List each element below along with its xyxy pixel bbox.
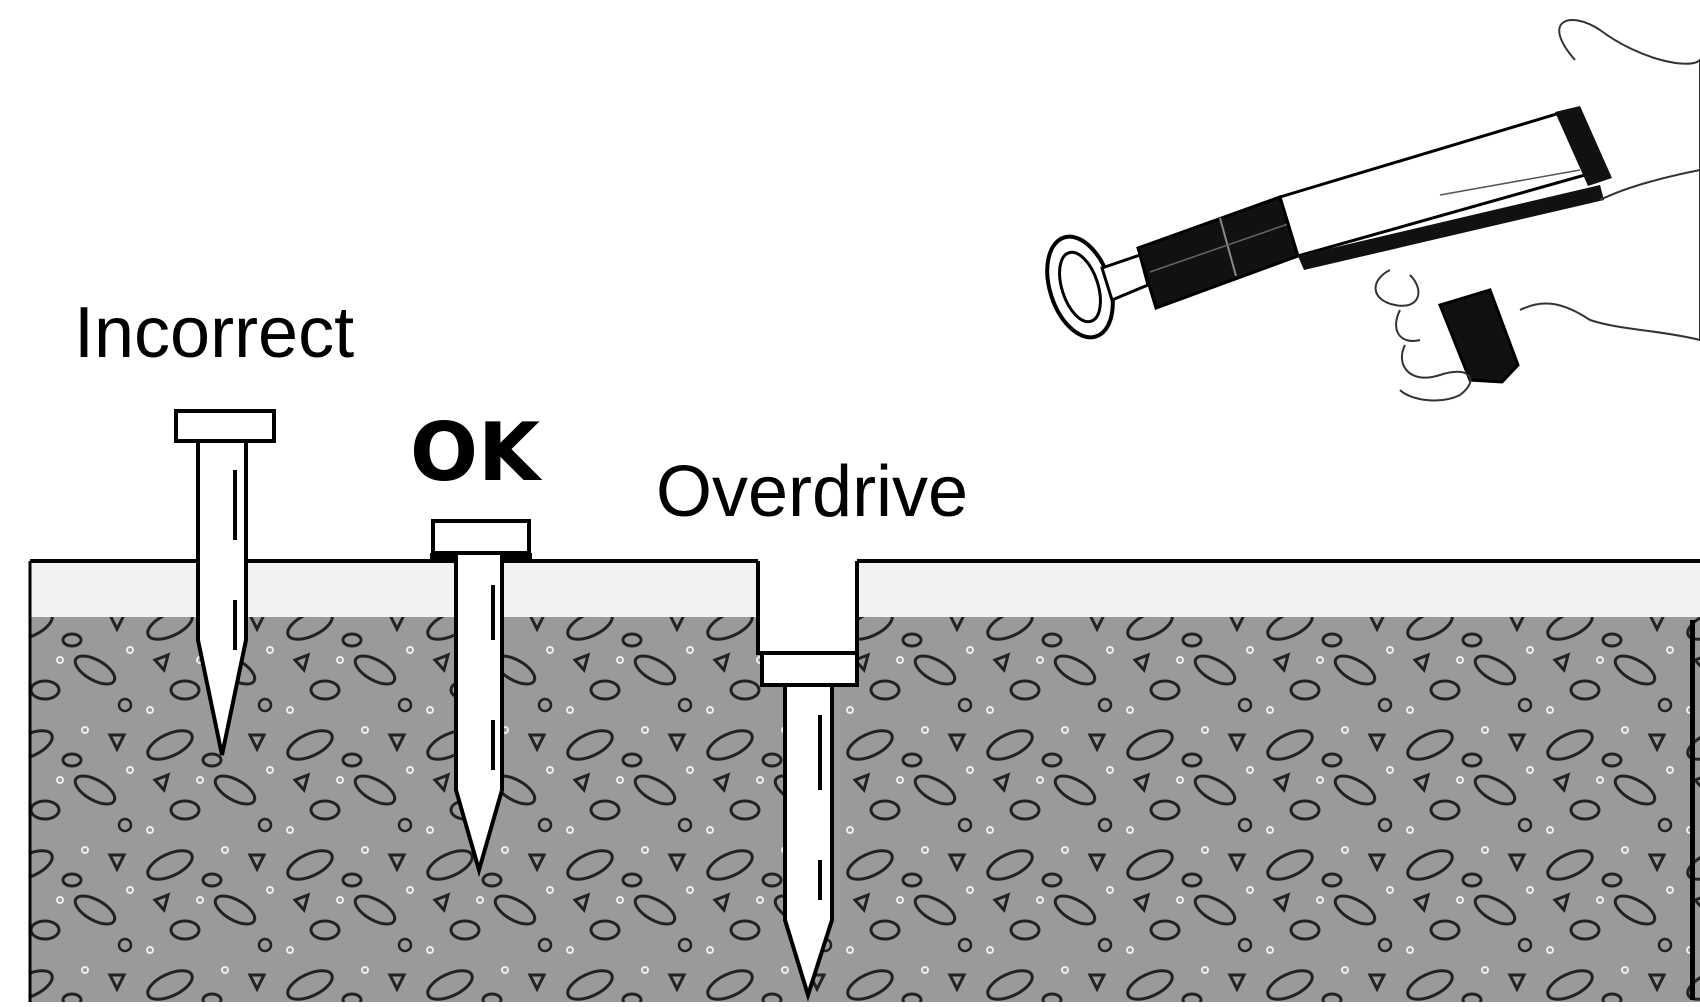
- label-overdrive: Overdrive: [656, 452, 969, 532]
- label-incorrect: Incorrect: [74, 293, 355, 373]
- nail-incorrect: [174, 409, 276, 756]
- surface-layer: [28, 559, 1700, 1002]
- fastening-tool: [1045, 19, 1700, 402]
- concrete-substrate: [30, 617, 1700, 1002]
- nail-ok: [430, 519, 532, 878]
- label-ok: OK: [410, 406, 540, 499]
- nail-overdrive: [760, 651, 859, 1002]
